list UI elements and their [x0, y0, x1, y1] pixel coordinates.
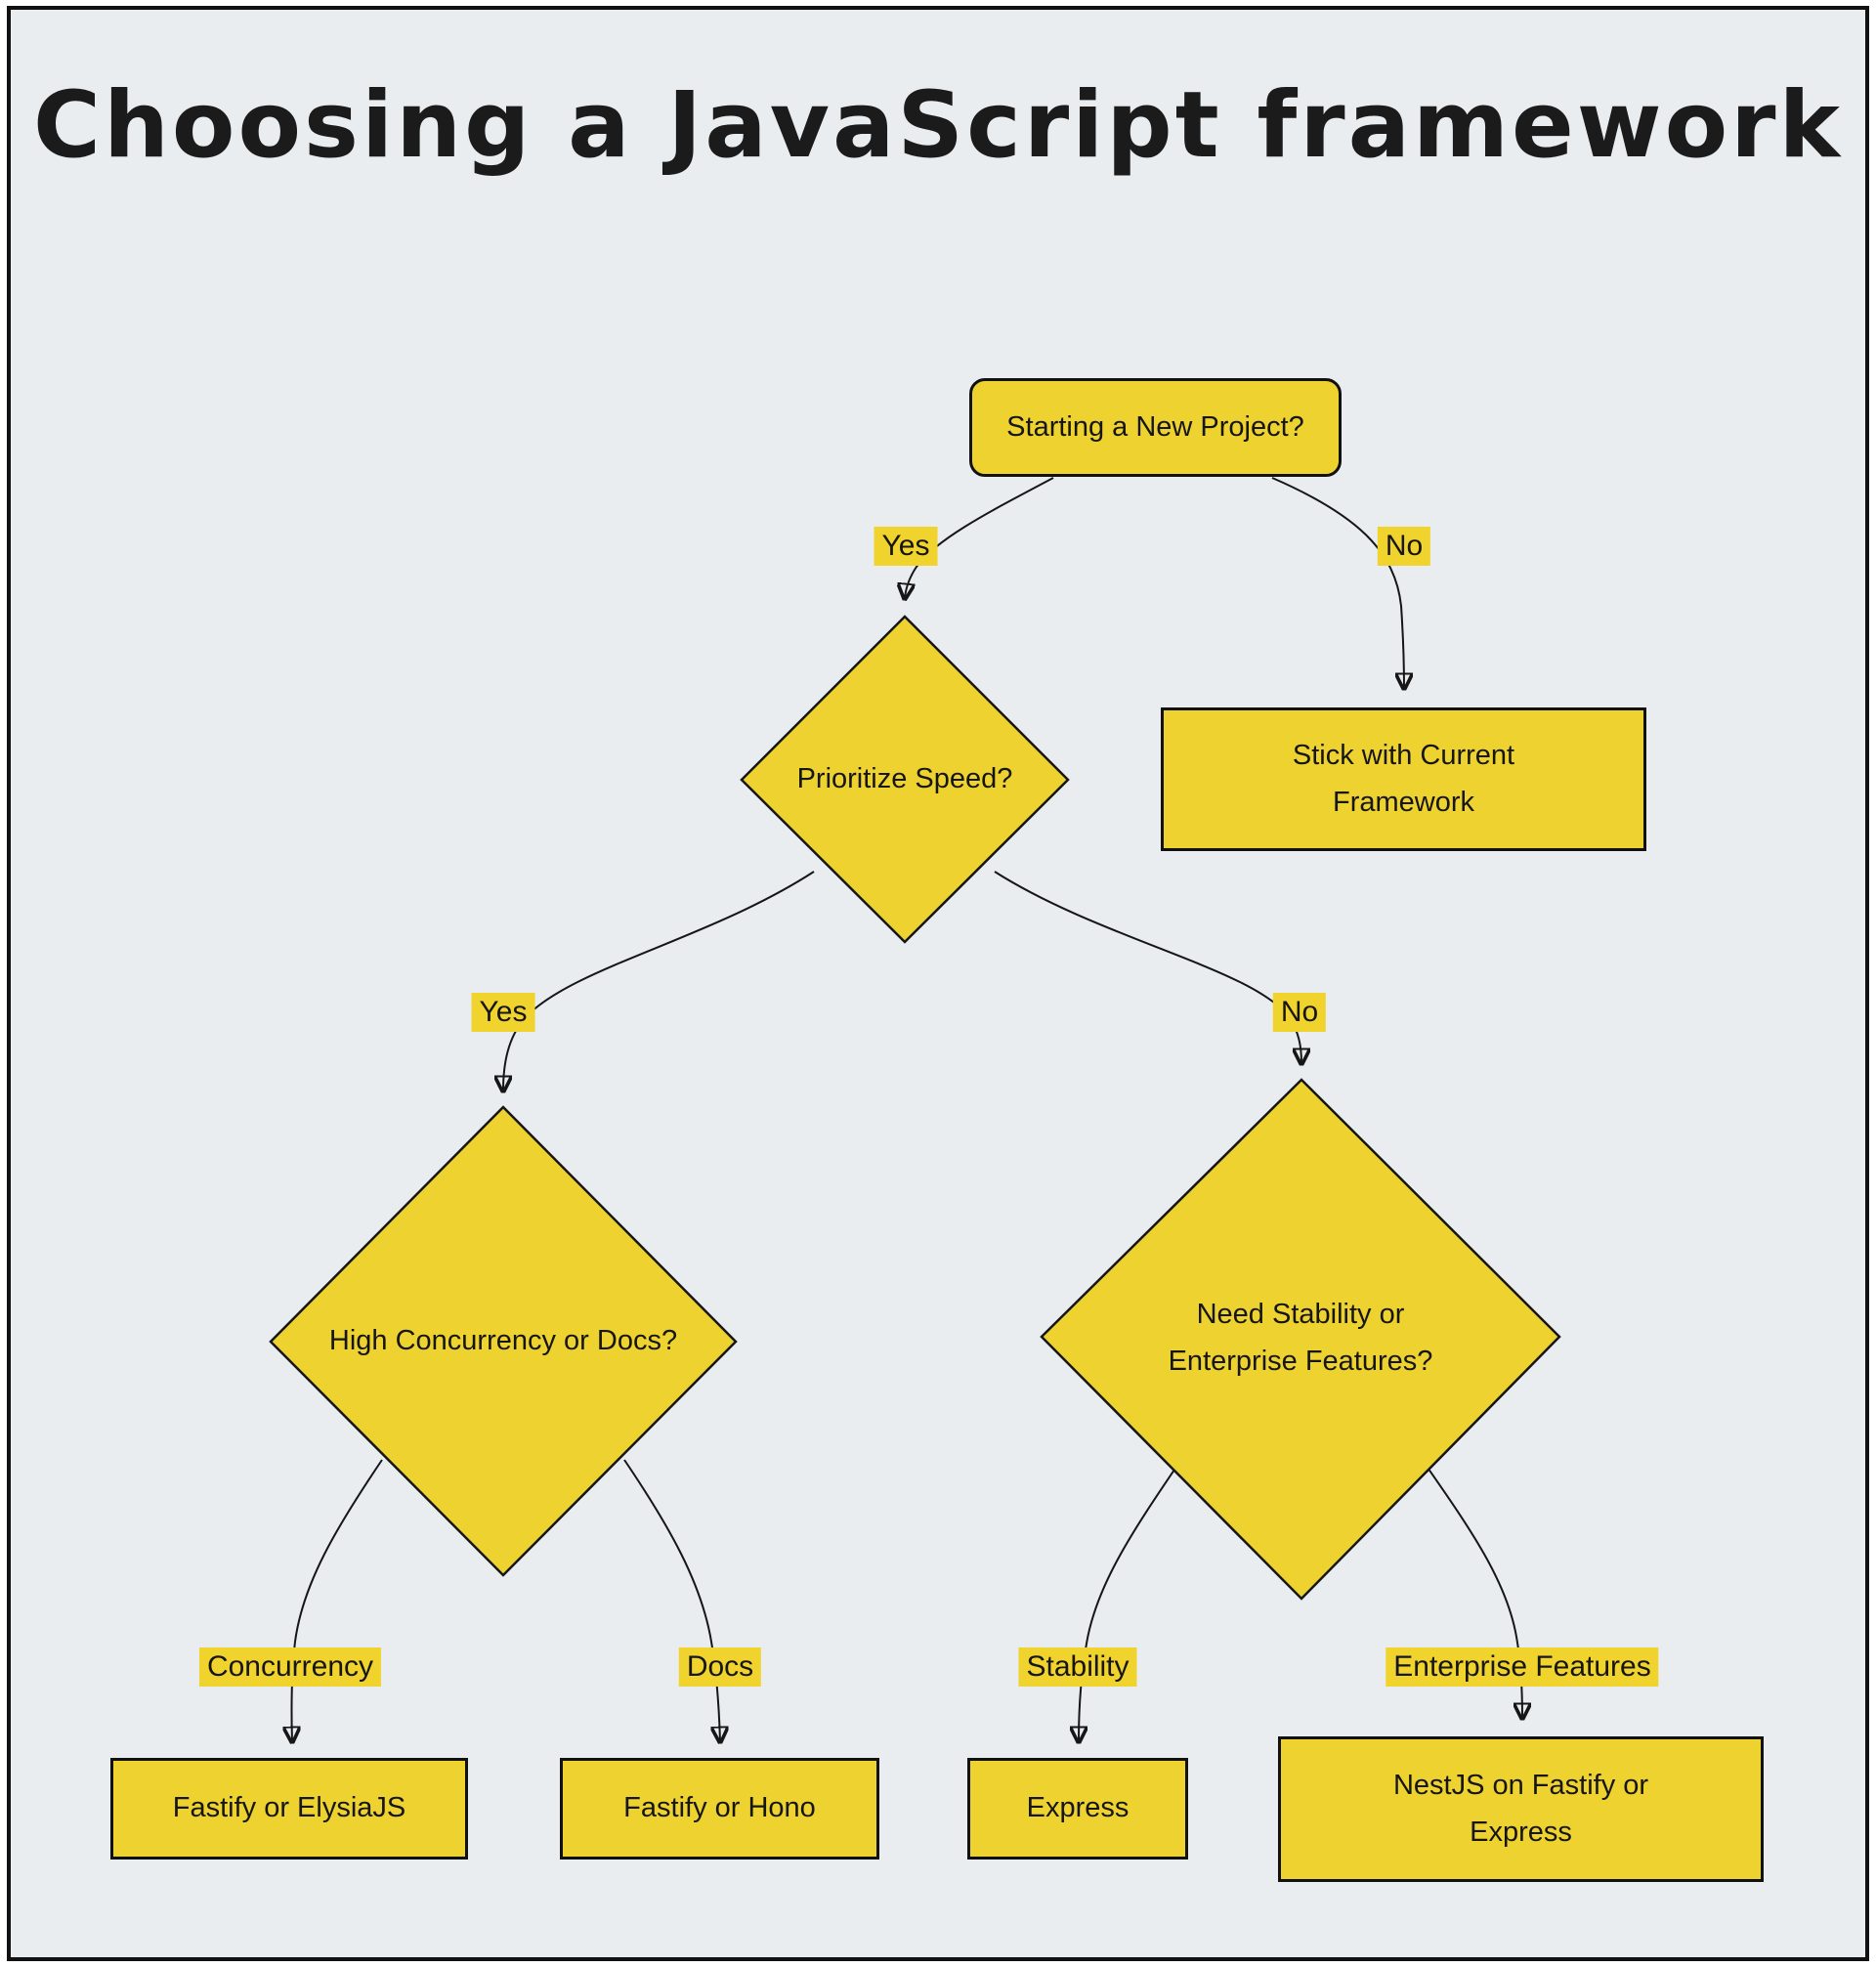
edge-concurrency	[291, 1459, 383, 1741]
node-stick-current: Stick with Current Framework	[1161, 707, 1646, 851]
edge-speed-no	[994, 871, 1301, 1063]
edge-enterprise	[1423, 1461, 1522, 1718]
node-decision-speed: Prioritize Speed?	[748, 731, 1061, 829]
node-nestjs: NestJS on Fastify or Express	[1278, 1736, 1764, 1882]
node-decision-concurrency-docs: High Concurrency or Docs?	[308, 1293, 699, 1390]
node-nestjs-label: NestJS on Fastify or Express	[1392, 1769, 1649, 1848]
decision-speed-diamond	[740, 615, 1070, 944]
node-fastify-hono: Fastify or Hono	[560, 1758, 879, 1860]
diagram-title: Choosing a JavaScript framework	[32, 72, 1844, 179]
node-decision-speed-label: Prioritize Speed?	[796, 763, 1013, 795]
node-start-label: Starting a New Project?	[1006, 410, 1304, 443]
edge-stability	[1079, 1463, 1179, 1741]
node-start: Starting a New Project?	[969, 378, 1342, 477]
node-fastify-elysiajs-label: Fastify or ElysiaJS	[172, 1792, 406, 1824]
edge-label-docs: Docs	[678, 1647, 762, 1687]
node-express-label: Express	[1026, 1792, 1130, 1824]
node-decision-stability-enterprise-label: Need Stability or Enterprise Features?	[1168, 1299, 1433, 1377]
outer-frame	[7, 6, 1869, 1961]
decision-concurrency-docs-diamond	[269, 1105, 738, 1577]
edge-label-no-2: No	[1272, 993, 1327, 1032]
node-fastify-elysiajs: Fastify or ElysiaJS	[110, 1758, 468, 1860]
edge-label-enterprise-features: Enterprise Features	[1386, 1647, 1659, 1687]
node-stick-current-label: Stick with Current Framework	[1292, 739, 1515, 818]
edge-start-no	[1271, 477, 1404, 688]
node-express: Express	[967, 1758, 1188, 1860]
decision-stability-enterprise-diamond	[1040, 1078, 1561, 1601]
edge-label-yes-2: Yes	[471, 993, 535, 1032]
node-fastify-hono-label: Fastify or Hono	[623, 1792, 816, 1824]
node-decision-stability-enterprise: Need Stability or Enterprise Features?	[1105, 1265, 1496, 1412]
edge-label-concurrency: Concurrency	[198, 1647, 382, 1687]
edge-label-yes-1: Yes	[874, 527, 938, 566]
edge-speed-yes	[503, 871, 815, 1090]
node-decision-concurrency-docs-label: High Concurrency or Docs?	[328, 1325, 678, 1357]
edge-label-no-1: No	[1377, 527, 1431, 566]
edge-docs	[623, 1459, 720, 1741]
edge-label-stability: Stability	[1018, 1647, 1137, 1687]
